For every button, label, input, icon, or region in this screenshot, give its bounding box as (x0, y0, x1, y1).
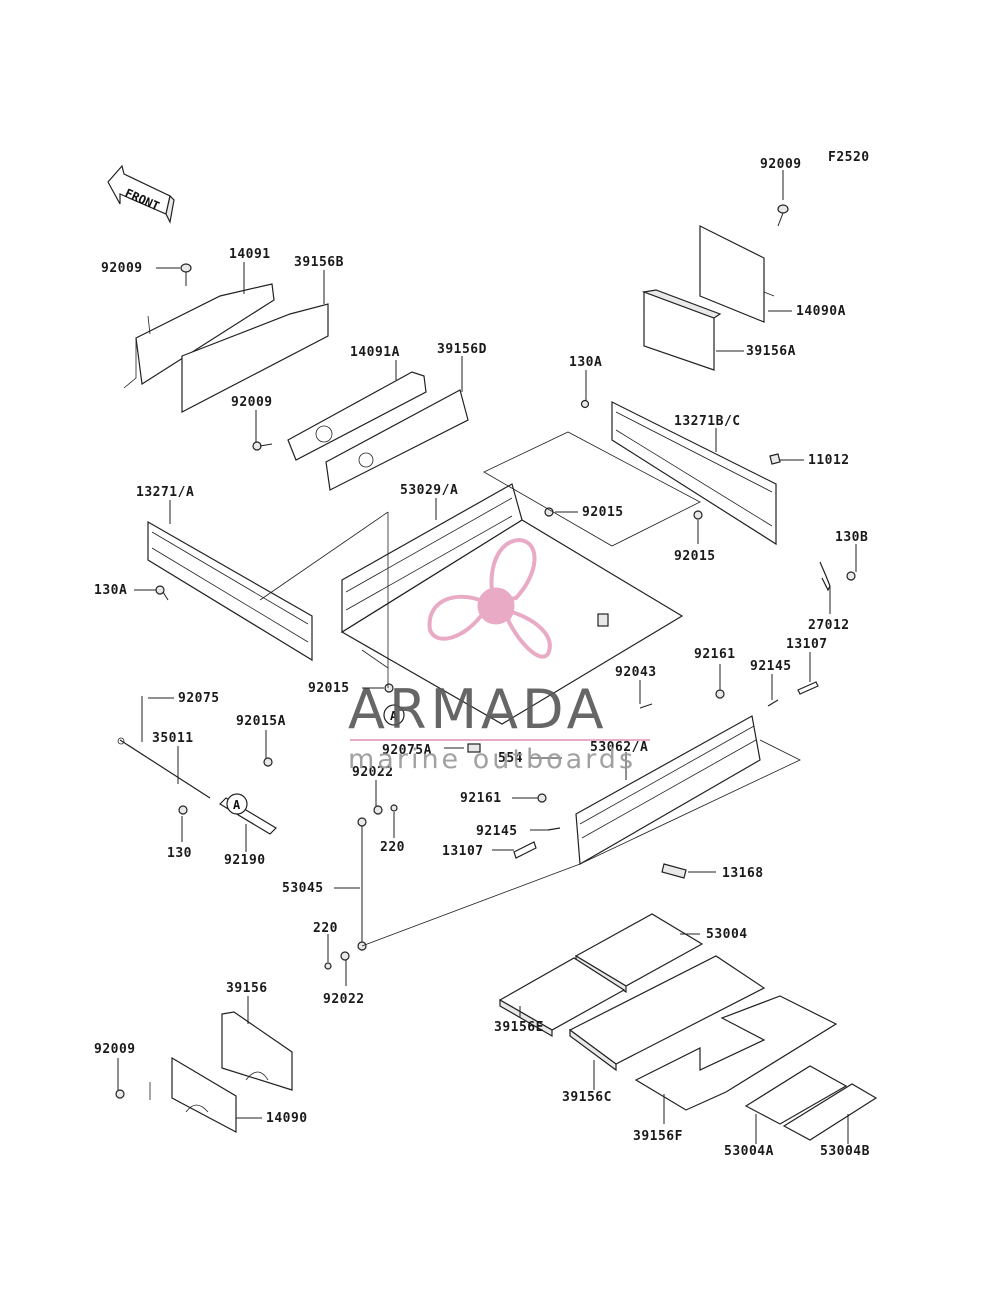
part-label: 130 (167, 846, 192, 861)
svg-text:A: A (233, 798, 241, 812)
rail-13271A (147, 520, 313, 662)
part-label: 13107 (786, 637, 828, 652)
bolt-icon (155, 585, 169, 601)
part-label: 35011 (152, 731, 194, 746)
front-arrow-icon: FRONT (107, 164, 175, 224)
part-label: 92161 (460, 791, 502, 806)
part-label: 130B (835, 530, 868, 545)
part-label: 130A (94, 583, 127, 598)
part-label: 92015A (236, 714, 286, 729)
part-label: 14090A (796, 304, 846, 319)
part-label: 92145 (750, 659, 792, 674)
part-label: 13168 (722, 866, 764, 881)
part-label: 13271B/C (674, 414, 741, 429)
part-label: 39156F (633, 1129, 683, 1144)
part-label: 92075 (178, 691, 220, 706)
part-label: 53004 (706, 927, 748, 942)
part-label: 13107 (442, 844, 484, 859)
callout-a-icon: A (383, 704, 405, 726)
part-label: 92009 (760, 157, 802, 172)
part-label: 92015 (308, 681, 350, 696)
callout-a-icon: A (226, 793, 248, 815)
mat-39156C (568, 955, 766, 1072)
part-label: 14091A (350, 345, 400, 360)
part-label: 39156D (437, 342, 487, 357)
figure-code: F2520 (828, 150, 870, 165)
part-label: 14091 (229, 247, 271, 262)
watermark: ARMADA marine outboards (348, 537, 650, 775)
part-label: 92022 (323, 992, 365, 1007)
part-label: 27012 (808, 618, 850, 633)
bolt-icon (777, 204, 789, 227)
part-label: 39156E (494, 1020, 544, 1035)
bolt-icon (178, 757, 273, 815)
part-label: 92022 (352, 765, 394, 780)
pad-39156A (641, 289, 722, 371)
cargo-bed-53029A (340, 483, 684, 725)
part-label: 92075A (382, 743, 432, 758)
cable-53045 (324, 804, 398, 970)
bracket-14090 (149, 1056, 237, 1133)
part-label: 39156 (226, 981, 268, 996)
bracket-14090A (699, 225, 775, 323)
watermark-brand: ARMADA (348, 678, 608, 741)
propeller-logo-icon (427, 537, 552, 659)
leader-lines (117, 170, 857, 1144)
bolt-icon (115, 1089, 125, 1099)
part-labels: 92009 14091 39156B 14091A 39156D 92009 9… (94, 157, 870, 1159)
bracket-14091A (287, 371, 427, 461)
pad-39156B (181, 303, 329, 413)
mat-53004B (782, 1083, 878, 1141)
mat-39156E (498, 957, 626, 1038)
part-label: 13271/A (136, 485, 194, 500)
bolt-icon (180, 263, 192, 286)
part-label: 554 (498, 751, 523, 766)
part-label: 14090 (266, 1111, 308, 1126)
part-label: 53045 (282, 881, 324, 896)
part-label: 92015 (674, 549, 716, 564)
watermark-tagline: marine outboards (348, 744, 636, 775)
part-label: 130A (569, 355, 602, 370)
part-label: 92009 (231, 395, 273, 410)
part-label: 53029/A (400, 483, 458, 498)
part-label: 92009 (101, 261, 143, 276)
pad-39156D (325, 389, 469, 491)
part-label: 220 (380, 840, 405, 855)
part-label: 92190 (224, 853, 266, 868)
pad-39156 (221, 1011, 293, 1091)
rod-35011 (117, 696, 211, 799)
part-label: 92009 (94, 1042, 136, 1057)
latch-icon (819, 561, 856, 592)
part-label: 39156A (746, 344, 796, 359)
part-label: 11012 (808, 453, 850, 468)
bolt-icon (252, 441, 273, 451)
bolt-icon (580, 399, 590, 409)
part-label: 92145 (476, 824, 518, 839)
part-label: 53004B (820, 1144, 870, 1159)
cap-icon (769, 453, 781, 465)
bracket-14091 (123, 283, 275, 389)
part-label: 53062/A (590, 740, 648, 755)
svg-text:A: A (390, 709, 398, 723)
rail-13271BC (611, 401, 777, 546)
mat-39156F (634, 995, 838, 1111)
part-label: 39156B (294, 255, 344, 270)
part-label: 92015 (582, 505, 624, 520)
part-label: 92043 (615, 665, 657, 680)
hinge-hardware-icon (467, 681, 819, 879)
part-label: 53004A (724, 1144, 774, 1159)
part-label: 92161 (694, 647, 736, 662)
tailgate-53062A (575, 715, 761, 865)
part-label: 220 (313, 921, 338, 936)
mat-53004A (744, 1065, 848, 1125)
part-label: 39156C (562, 1090, 612, 1105)
